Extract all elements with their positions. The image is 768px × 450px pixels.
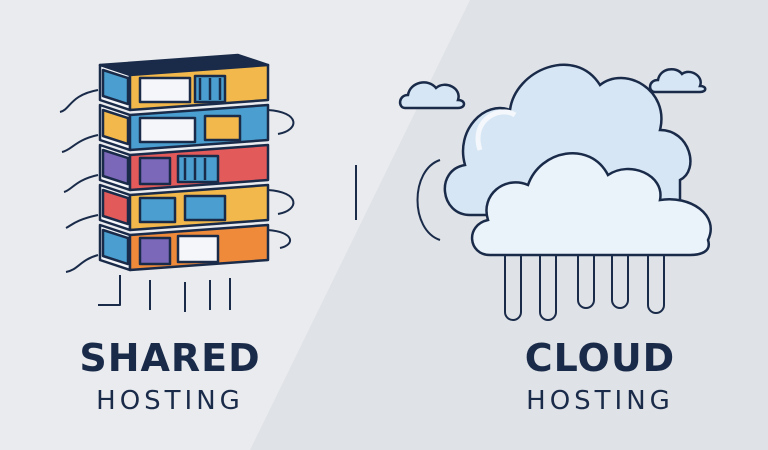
cloud-cables [504,250,665,321]
server-rack-icon [59,53,295,312]
cloud-icon [398,63,712,321]
rack-unit-3 [98,143,270,192]
small-cloud-left [398,81,466,110]
rack-cables-right [267,109,295,249]
small-cloud-right [648,67,707,94]
cloud-highlight [475,109,517,151]
cloud-front [470,151,712,257]
cloud-hosting-subtitle: HOSTING [526,386,674,416]
rack-unit-4 [98,183,270,232]
rack-unit-1 [98,63,270,112]
shared-hosting-subtitle: HOSTING [96,386,244,416]
cloud-hosting-title: CLOUD [524,336,676,380]
rack-cables-bottom [98,275,231,312]
rack-unit-2 [98,103,270,152]
rack-unit-5 [98,223,270,272]
shared-hosting-title: SHARED [79,336,261,380]
rack-cables-left [59,89,99,273]
cloud-cable-arc [416,159,441,241]
